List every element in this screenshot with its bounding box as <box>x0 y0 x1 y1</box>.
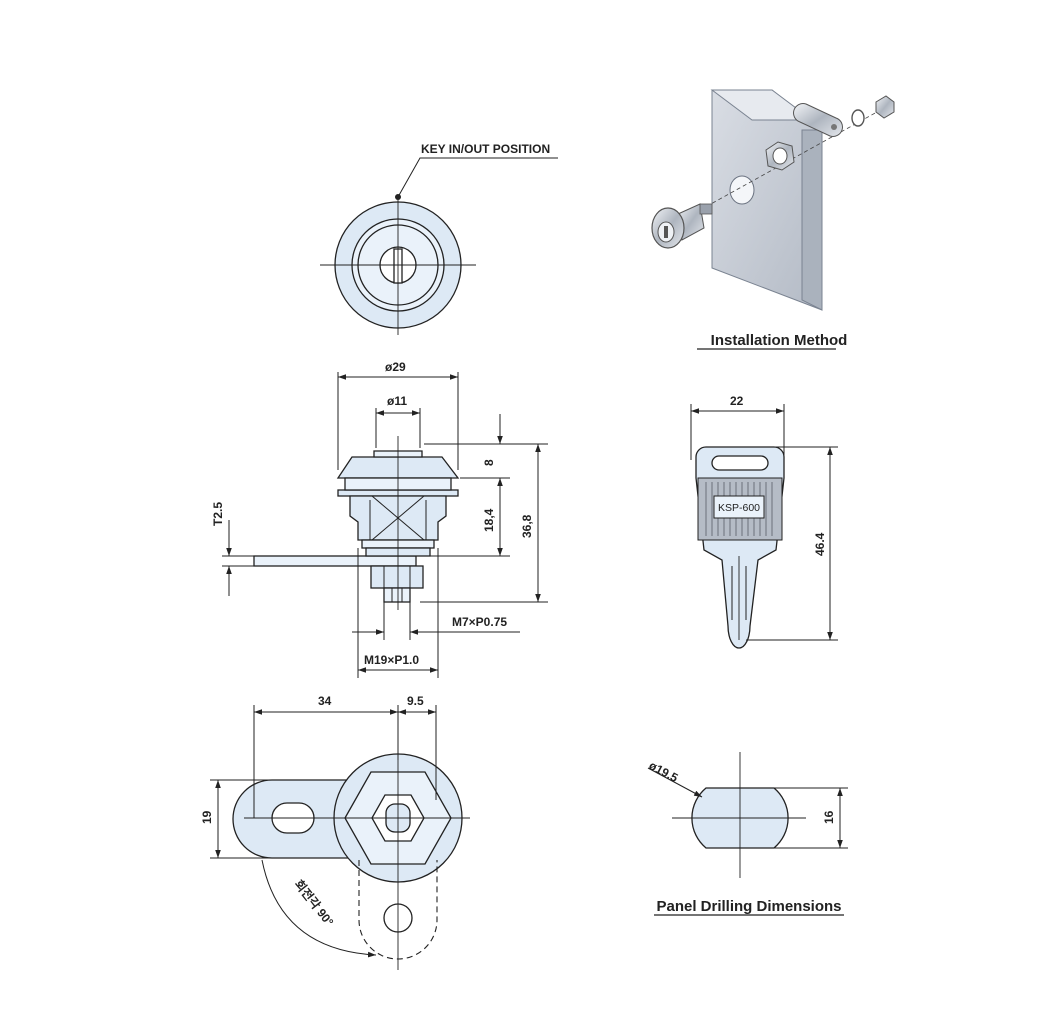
dim-46-4: 46.4 <box>813 532 827 556</box>
installation-caption: Installation Method <box>711 332 848 349</box>
dim-16: 16 <box>822 810 836 824</box>
dim-m19: M19×P1.0 <box>364 653 419 667</box>
dim-36-8: 36,8 <box>520 514 534 538</box>
dim-9-5: 9.5 <box>407 694 424 708</box>
panel-drilling-view: ø19.5 16 Panel Drilling Dimensions <box>647 752 848 916</box>
dim-22: 22 <box>730 394 744 408</box>
dim-8: 8 <box>482 459 496 466</box>
dim-t2-5: T2.5 <box>211 502 225 526</box>
dim-18-4: 18,4 <box>482 508 496 532</box>
dim-d11: ø11 <box>387 394 407 408</box>
key-position-label: KEY IN/OUT POSITION <box>421 142 550 156</box>
top-view: KEY IN/OUT POSITION <box>320 142 558 335</box>
dim-d19-5: ø19.5 <box>647 758 681 785</box>
front-view <box>253 436 460 610</box>
dim-19: 19 <box>200 810 214 824</box>
front-dimensions: ø29 ø11 8 18,4 36,8 T2.5 M7×P0.75 <box>211 360 548 678</box>
installation-illustration: Installation Method <box>651 89 896 350</box>
key-code: KSP-600 <box>718 502 760 514</box>
bottom-view: 회전각 90° <box>232 752 470 970</box>
dim-d29: ø29 <box>385 360 406 374</box>
key-dimensions: 22 46.4 <box>690 394 838 641</box>
panel-caption: Panel Drilling Dimensions <box>656 898 841 915</box>
bottom-dimensions: 34 9.5 19 <box>200 694 437 859</box>
rotation-label: 회전각 90° <box>292 877 338 929</box>
dim-m7: M7×P0.75 <box>452 615 507 629</box>
key-view: KSP-600 <box>695 446 785 649</box>
dim-34: 34 <box>318 694 332 708</box>
